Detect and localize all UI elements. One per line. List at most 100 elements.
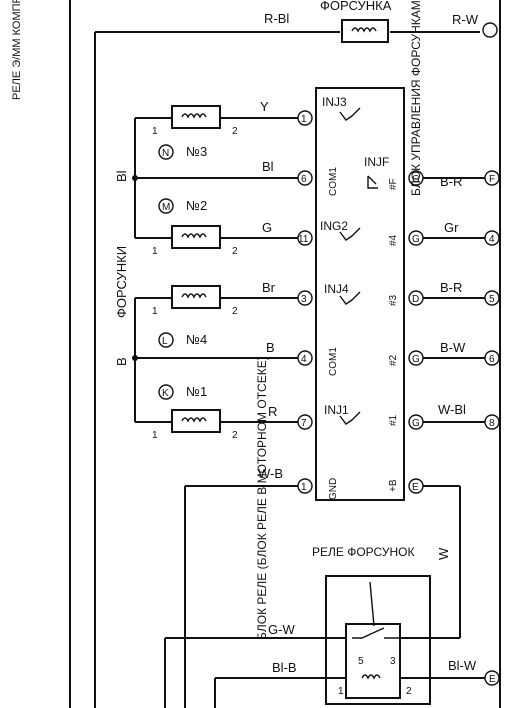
pin-d5: G [412, 354, 420, 365]
relay-term-3: 3 [390, 656, 396, 667]
connector-pin-top [482, 22, 498, 38]
inj2-term-2: 2 [232, 246, 238, 257]
wire-label-b-r-top: B-R [440, 174, 462, 189]
pin-e2: 4 [489, 234, 495, 245]
relay-switch [352, 627, 400, 639]
output-wires [423, 177, 485, 423]
pin-c6: 7 [301, 418, 307, 429]
wire-label-r-w: R-W [452, 12, 479, 27]
relay-block-label: БЛОК РЕЛЕ (БЛОК РЕЛЕ В МОТОРНОМ ОТСЕКЕ) [255, 356, 269, 640]
injector-3-badge [158, 144, 174, 160]
pin-d3: G [412, 234, 420, 245]
relay-body [345, 623, 401, 699]
harness-pins [484, 170, 500, 686]
pin-e3: 5 [489, 294, 495, 305]
pin-c7: 1 [301, 482, 307, 493]
pin-d6: G [412, 418, 420, 429]
injector-1-body [171, 409, 221, 433]
injector-3-body [171, 105, 221, 129]
injector-1-number: №1 [186, 384, 207, 399]
top-injector-coil [351, 27, 377, 33]
wire-label-r-bl: R-Bl [264, 11, 289, 26]
block-p2-label: #2 [388, 354, 399, 366]
pin-c5: 4 [301, 354, 307, 365]
inj1-term-1: 1 [152, 430, 158, 441]
relay-box [325, 575, 431, 705]
wire-label-g: G [262, 220, 272, 235]
injector-1-badge [158, 384, 174, 400]
pin-e4: 6 [489, 354, 495, 365]
wire-label-b-w: B-W [440, 340, 466, 355]
block-inj1-label: INJ1 [324, 403, 349, 417]
wire-label-r: R [268, 404, 277, 419]
pin-c1: 1 [301, 114, 307, 125]
top-injector-body [341, 19, 389, 43]
pin-d4: D [412, 294, 419, 305]
wire-label-bl: Bl [262, 159, 274, 174]
relay-compressor-label: РЕЛЕ Э/ММ КОМПРЕС КОНДИЦИО [11, 0, 23, 100]
block-ing2-label: ING2 [320, 219, 348, 233]
injector-4-letter: L [162, 336, 168, 347]
block-com1a-label: COM1 [328, 167, 339, 196]
wire-label-w-bl: W-Bl [438, 402, 466, 417]
inj4-term-2: 2 [232, 306, 238, 317]
inj2-term-1: 1 [152, 246, 158, 257]
wire-label-gr: Gr [444, 220, 459, 235]
injector-relay-label: РЕЛЕ ФОРСУНОК [312, 545, 414, 559]
block-transistors [339, 107, 378, 425]
injector-2-body [171, 225, 221, 249]
bus-label-bl: Bl [114, 170, 129, 182]
block-injf-label: INJF [364, 155, 389, 169]
block-p4-label: #4 [388, 234, 399, 246]
inj3-term-2: 2 [232, 126, 238, 137]
injector-1-letter: K [162, 388, 169, 399]
inj3-term-1: 1 [152, 126, 158, 137]
injector-2-number: №2 [186, 198, 207, 213]
block-inj4-label: INJ4 [324, 282, 349, 296]
relay-coil [361, 674, 381, 680]
pin-c3: 11 [298, 234, 309, 245]
injector-4-number: №4 [186, 332, 207, 347]
top-injector-label: ФОРСУНКА [320, 0, 392, 13]
wire-label-g-w: G-W [268, 622, 295, 637]
block-f-label: #F [388, 178, 399, 190]
injector-3-number: №3 [186, 144, 207, 159]
block-p3-label: #3 [388, 294, 399, 306]
relay-term-1: 1 [338, 686, 344, 697]
block-left-pins [297, 110, 313, 494]
pin-c2: 6 [301, 174, 307, 185]
pin-e5: E [489, 674, 496, 685]
pin-d1: G [412, 174, 420, 185]
injectors-group-label: ФОРСУНКИ [114, 246, 129, 318]
injector-1-coil [181, 417, 207, 423]
injector-4-body [171, 285, 221, 309]
block-inj3-label: INJ3 [322, 95, 347, 109]
block-p1-label: #1 [388, 414, 399, 426]
block-right-pins [408, 170, 424, 494]
relay-term-5: 5 [358, 656, 364, 667]
injector-4-coil [181, 293, 207, 299]
pin-e1: 8 [489, 418, 495, 429]
injector-3-letter: N [162, 148, 169, 159]
relay-term-2: 2 [406, 686, 412, 697]
wire-label-bl-b: Bl-B [272, 660, 297, 675]
injector-control-block [315, 87, 405, 501]
injector-2-letter: M [162, 202, 170, 213]
inj1-term-2: 2 [232, 430, 238, 441]
pin-e-f: F [489, 174, 495, 185]
wire-label-b: B [266, 340, 275, 355]
wire-label-y: Y [260, 99, 269, 114]
injector-4-badge [158, 332, 174, 348]
injector-2-badge [158, 198, 174, 214]
wire-label-bl-w: Bl-W [448, 658, 477, 673]
inj4-term-1: 1 [152, 306, 158, 317]
relay-label-pointer [369, 581, 375, 627]
block-gnd-label: GND [328, 478, 339, 500]
wire-label-w-b: W-B [258, 466, 283, 481]
wire-label-w: W [436, 547, 451, 560]
injector-2-coil [181, 233, 207, 239]
wire-label-b-r: B-R [440, 280, 462, 295]
bus-label-b: B [114, 357, 129, 366]
wire-label-br: Br [262, 280, 276, 295]
